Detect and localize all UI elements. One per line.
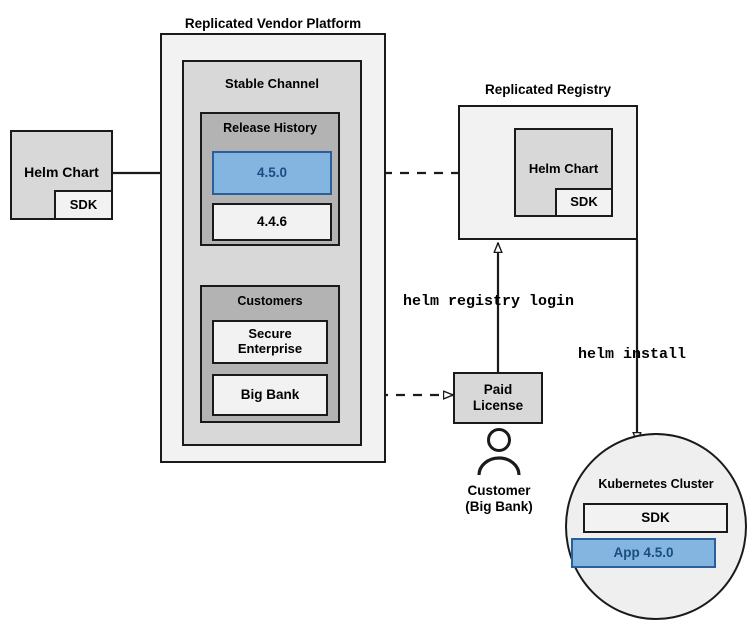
source-helm-chart-sdk-label: SDK — [69, 196, 98, 212]
platform-title: Replicated Vendor Platform — [184, 16, 362, 31]
release-item-4-5-0-label: 4.5.0 — [256, 165, 288, 181]
paid-license[interactable]: Paid License — [453, 372, 543, 424]
registry-helm-chart[interactable]: Helm Chart — [514, 128, 613, 217]
customers-label: Customers — [237, 294, 303, 308]
source-helm-chart-label: Helm Chart — [24, 164, 99, 180]
release-history-label: Release History — [223, 121, 317, 135]
release-item-4-4-6[interactable]: 4.4.6 — [212, 203, 332, 241]
cluster-item-sdk-label: SDK — [641, 510, 670, 526]
cluster-item-app-label: App 4.5.0 — [613, 545, 674, 561]
registry-helm-chart-sdk-label: SDK — [570, 194, 598, 210]
person-icon — [477, 428, 521, 476]
customer-secure-enterprise-label: Secure Enterprise — [237, 326, 303, 356]
registry-title: Replicated Registry — [484, 82, 612, 97]
stable-channel-label: Stable Channel — [225, 76, 319, 91]
command-helm-registry-login: helm registry login — [403, 293, 575, 310]
registry-helm-chart-label: Helm Chart — [528, 161, 599, 176]
release-item-4-4-6-label: 4.4.6 — [256, 214, 288, 230]
customer-actor-caption: Customer (Big Bank) — [465, 483, 533, 515]
command-helm-install: helm install — [578, 346, 687, 363]
customer-big-bank-label: Big Bank — [240, 387, 300, 403]
kubernetes-cluster-label: Kubernetes Cluster — [598, 477, 714, 491]
registry-helm-chart-sdk[interactable]: SDK — [555, 188, 613, 217]
customer-big-bank[interactable]: Big Bank — [212, 374, 328, 416]
paid-license-label: Paid License — [472, 382, 524, 413]
source-helm-chart-sdk[interactable]: SDK — [54, 190, 113, 220]
cluster-item-sdk[interactable]: SDK — [583, 503, 728, 533]
release-item-4-5-0[interactable]: 4.5.0 — [212, 151, 332, 195]
customer-secure-enterprise[interactable]: Secure Enterprise — [212, 320, 328, 364]
cluster-item-app[interactable]: App 4.5.0 — [571, 538, 716, 568]
